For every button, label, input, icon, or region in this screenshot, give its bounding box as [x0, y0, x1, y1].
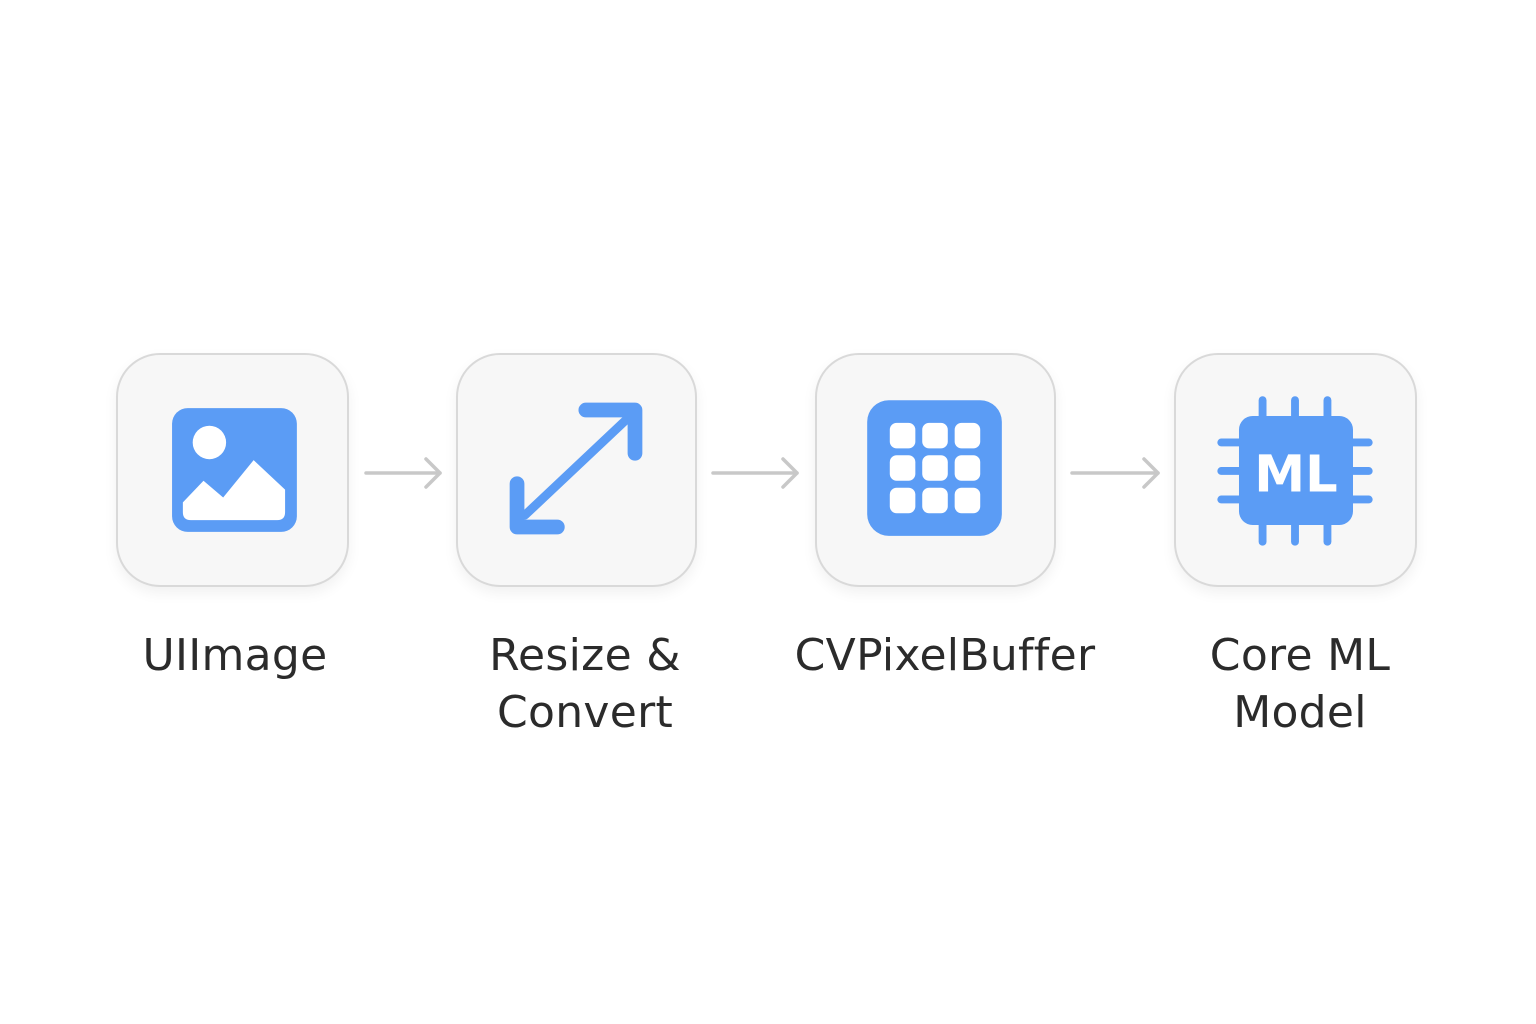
uiimage-tile [116, 353, 349, 587]
uiimage-label: UIImage [100, 627, 370, 684]
core-ml-model-tile: ML [1174, 353, 1417, 587]
label-line: Resize & [489, 630, 681, 681]
flow-arrow [364, 457, 442, 489]
flow-arrow [1070, 457, 1160, 489]
label-line: Model [1233, 687, 1367, 738]
pixel-grid-icon [867, 400, 1002, 536]
core-ml-model-label: Core ML Model [1160, 627, 1440, 741]
label-line: Core ML [1209, 630, 1391, 681]
label-line: UIImage [142, 630, 328, 681]
resize-diagonal-arrow-icon [509, 402, 643, 535]
label-line: Convert [496, 687, 674, 738]
cvpixelbuffer-label: CVPixelBuffer [780, 627, 1110, 684]
cvpixelbuffer-tile [815, 353, 1056, 587]
flow-arrow [711, 457, 799, 489]
ml-chip-text: ML [1254, 446, 1337, 505]
ml-chip-icon: ML [1217, 396, 1373, 546]
image-icon [172, 408, 297, 532]
resize-convert-tile [456, 353, 697, 587]
resize-convert-label: Resize & Convert [450, 627, 720, 741]
label-line: CVPixelBuffer [794, 630, 1096, 681]
